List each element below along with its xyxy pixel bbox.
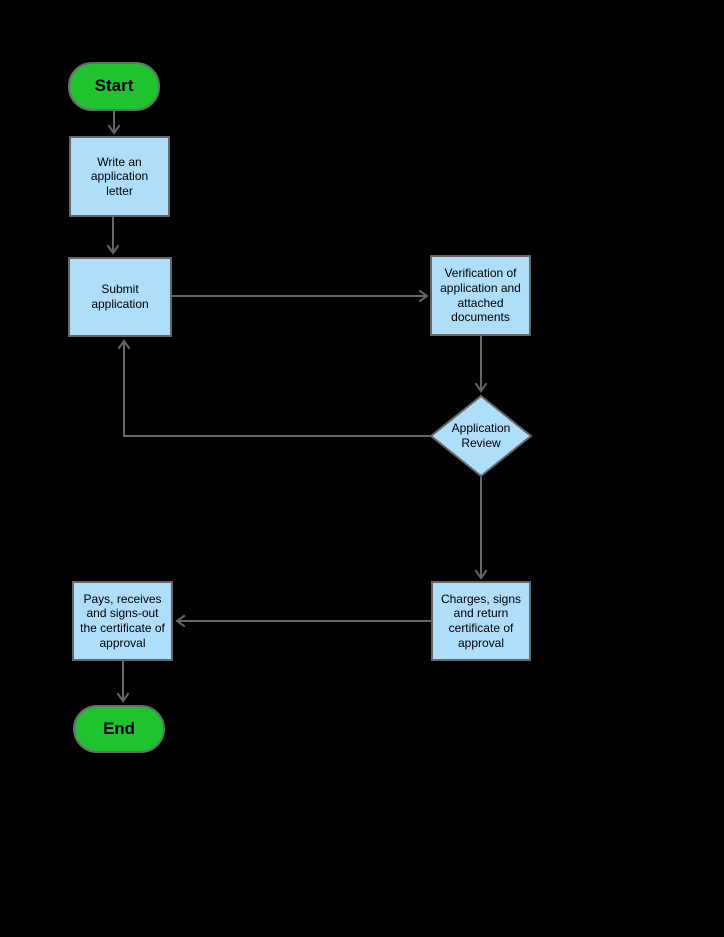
- submit-application-label: Submit application: [91, 282, 149, 311]
- process-pays-receives-signs-out[interactable]: Pays, receives and signs-out the certifi…: [72, 581, 173, 661]
- edge-start-to-write-letter: [107, 111, 121, 135]
- end-terminal-node[interactable]: End: [73, 705, 165, 753]
- edge-charges-to-pays: [175, 614, 431, 628]
- verification-label: Verification of application and attached…: [440, 266, 521, 325]
- start-terminal-node[interactable]: Start: [68, 62, 160, 111]
- application-review-label: Application Review: [451, 421, 511, 450]
- charges-label: Charges, signs and return certificate of…: [440, 591, 522, 650]
- edge-submit-to-verification: [172, 289, 429, 303]
- process-write-application-letter[interactable]: Write an application letter: [69, 136, 170, 217]
- process-submit-application[interactable]: Submit application: [68, 257, 172, 337]
- edge-verification-to-review: [474, 336, 488, 393]
- process-verification-of-application[interactable]: Verification of application and attached…: [430, 255, 531, 336]
- write-application-letter-label: Write an application letter: [90, 154, 149, 198]
- process-charges-signs-return[interactable]: Charges, signs and return certificate of…: [431, 581, 531, 661]
- edge-pays-to-end: [116, 661, 130, 703]
- diamond-shape: [430, 395, 532, 477]
- edge-review-to-charges: [474, 477, 488, 580]
- edge-review-to-submit-feedback: [117, 339, 430, 437]
- decision-application-review[interactable]: Application Review: [430, 395, 532, 477]
- pays-label: Pays, receives and signs-out the certifi…: [80, 591, 165, 650]
- edge-write-letter-to-submit: [106, 217, 120, 255]
- start-label: Start: [94, 76, 134, 96]
- end-label: End: [102, 718, 136, 738]
